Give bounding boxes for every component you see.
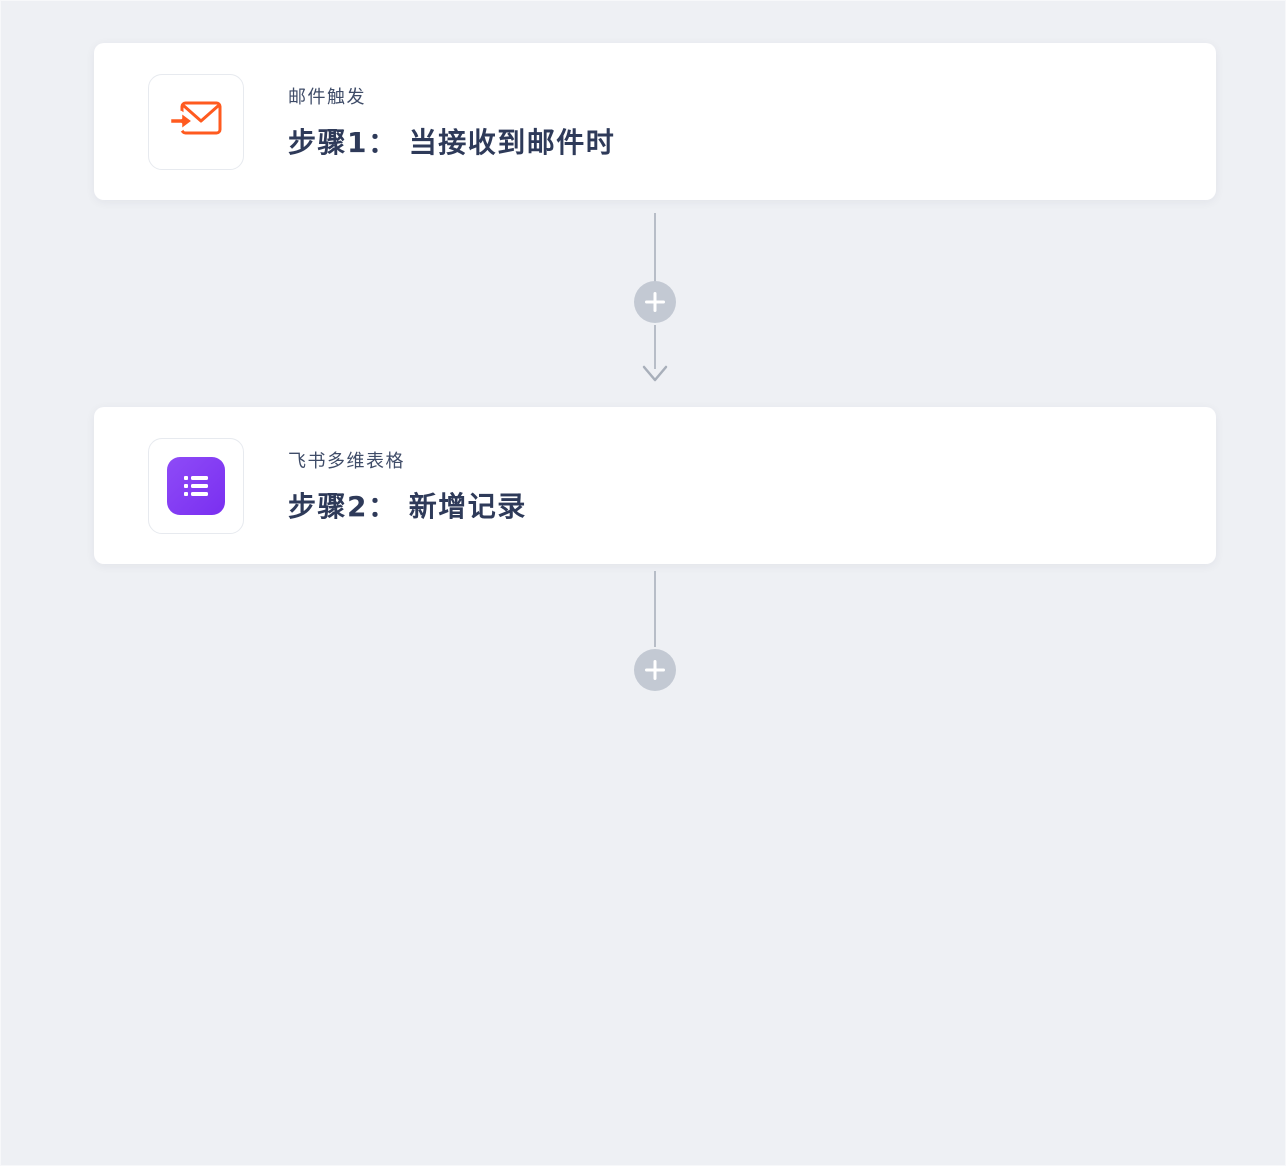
plus-icon: [645, 292, 665, 312]
step-card-email-trigger[interactable]: 邮件触发 步骤1： 当接收到邮件时: [94, 43, 1216, 200]
connector-line: [654, 325, 656, 369]
step-card-bitable-add-record[interactable]: 飞书多维表格 步骤2： 新增记录: [94, 407, 1216, 564]
step-text-block: 邮件触发 步骤1： 当接收到邮件时: [288, 83, 615, 161]
step-icon-container: [148, 73, 244, 170]
email-trigger-icon: [167, 96, 225, 148]
add-step-button[interactable]: [634, 649, 676, 691]
arrow-down-icon: [642, 365, 668, 387]
step-app-label: 飞书多维表格: [288, 450, 405, 472]
connector-line: [654, 571, 656, 647]
step-title: 步骤1： 当接收到邮件时: [288, 125, 616, 159]
connector-line: [654, 213, 656, 283]
bitable-icon: [167, 456, 225, 515]
step-text-block: 飞书多维表格 步骤2： 新增记录: [288, 447, 527, 525]
step-app-label: 邮件触发: [288, 86, 366, 108]
plus-icon: [645, 660, 665, 680]
step-icon-container: [148, 437, 244, 534]
add-step-button[interactable]: [634, 281, 676, 323]
step-title: 步骤2： 新增记录: [288, 489, 527, 523]
